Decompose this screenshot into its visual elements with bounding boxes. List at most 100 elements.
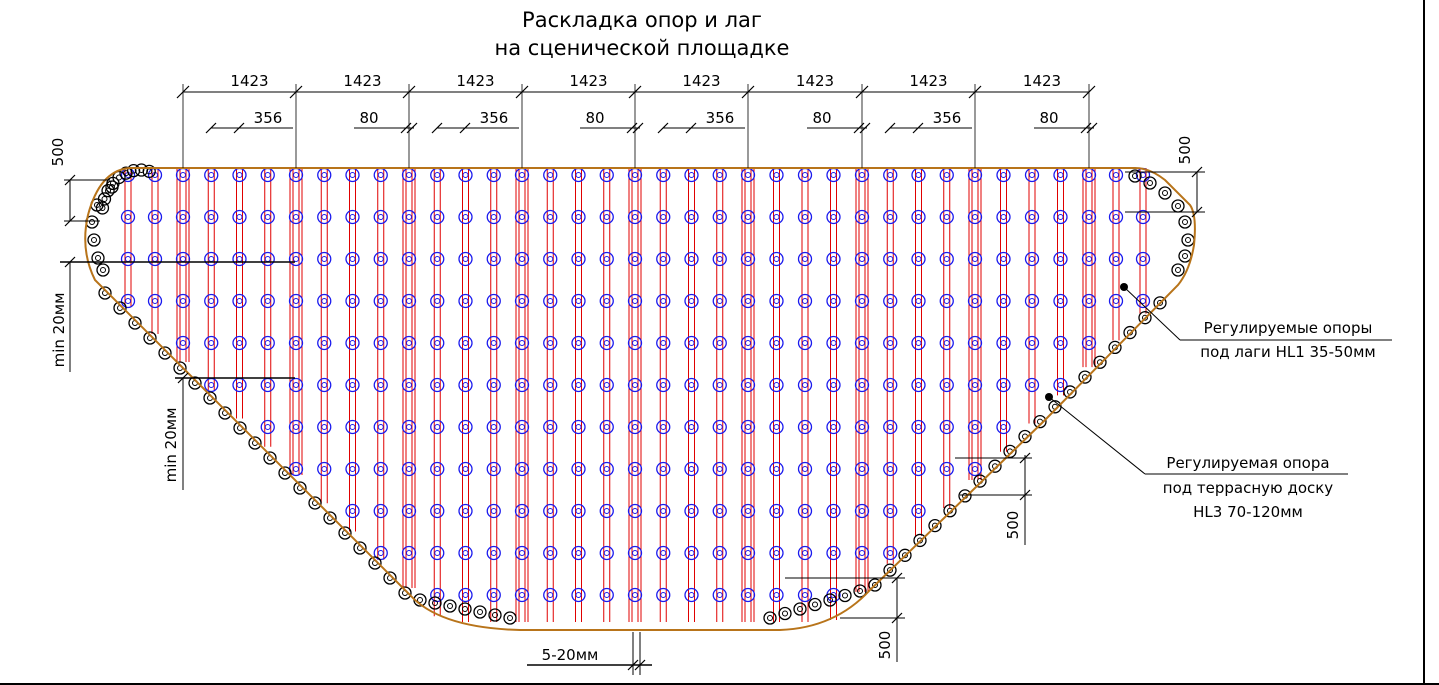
joist-support-core <box>434 382 441 388</box>
joist-support-core <box>180 256 186 262</box>
joist-support <box>401 419 417 435</box>
joist-support <box>627 377 643 393</box>
joist-support-core <box>434 172 441 178</box>
joist-support <box>345 209 360 225</box>
joist-support <box>260 251 275 267</box>
joist-support <box>599 251 614 267</box>
joist-support-core <box>575 340 582 346</box>
joist-support-core <box>745 382 751 388</box>
joist-support <box>373 419 388 435</box>
joist-support-core <box>972 298 978 304</box>
joist-support-core <box>773 466 780 472</box>
joist-support <box>883 293 898 309</box>
joist-support <box>599 377 614 393</box>
joist-support <box>627 419 643 435</box>
joist-support <box>684 335 699 351</box>
deck-support-core <box>447 603 453 609</box>
deck-support-core <box>872 582 878 588</box>
joist-support <box>656 461 671 477</box>
joist-support-core <box>716 550 723 556</box>
joist-support <box>401 503 417 519</box>
joist-support <box>175 335 191 351</box>
joist-support-core <box>462 214 469 220</box>
joist-support <box>430 545 445 561</box>
joist-support <box>232 377 247 393</box>
joist-support-core <box>406 382 412 388</box>
joist-support-core <box>773 424 780 430</box>
joist-support-core <box>802 550 808 556</box>
deck-support <box>428 596 442 610</box>
dim-tick <box>289 85 303 99</box>
deck-support-core <box>101 195 108 202</box>
joist-support-core <box>264 214 271 220</box>
joist-support-core <box>716 340 723 346</box>
joist-support <box>373 335 388 351</box>
dim-label-module: 1423 <box>456 72 494 90</box>
joist-support <box>967 461 983 477</box>
joist-support <box>967 293 983 309</box>
joist-support <box>147 293 163 309</box>
joist-support-core <box>264 256 271 262</box>
joist-support <box>627 335 643 351</box>
joist-support-core <box>972 466 978 472</box>
dim-tick <box>459 122 471 134</box>
joist-support-core <box>462 466 469 472</box>
joist-support <box>826 293 841 309</box>
deck-support <box>898 548 912 562</box>
dim-label-module: 1423 <box>343 72 381 90</box>
joist-support <box>373 377 388 393</box>
joist-support-core <box>603 298 610 304</box>
joist-support-core <box>377 298 384 304</box>
joist-support <box>1024 251 1040 267</box>
joist-support-core <box>377 466 384 472</box>
joist-support <box>854 503 870 519</box>
callout-deck-line-1: Регулируемая опора <box>1166 454 1329 472</box>
joist-support-core <box>293 424 299 430</box>
deck-support <box>1128 169 1142 183</box>
joist-support-core <box>745 256 751 262</box>
joist-support-core <box>830 340 837 346</box>
joist-support <box>599 545 614 561</box>
joist-support-core <box>716 382 723 388</box>
joist-support <box>486 293 501 309</box>
deck-support <box>913 533 927 548</box>
deck-support <box>838 588 852 603</box>
joist-support-core <box>660 256 667 262</box>
joist-support <box>175 251 191 267</box>
joist-support-core <box>830 214 837 220</box>
joist-support-core <box>632 550 638 556</box>
joist-support <box>684 209 699 225</box>
joist-support <box>684 587 699 603</box>
joist-support <box>797 293 813 309</box>
joist-support-core <box>519 172 525 178</box>
dim-label-spacing: 356 <box>933 109 962 127</box>
joist-support <box>1053 167 1068 183</box>
joist-support <box>599 335 614 351</box>
joist-support-core <box>208 382 215 388</box>
joist-support-core <box>1086 214 1092 220</box>
joist-support <box>401 545 417 561</box>
joist-support-core <box>1113 298 1119 304</box>
joist-support-core <box>490 382 497 388</box>
joist-support-core <box>490 508 497 514</box>
joist-support <box>939 377 954 393</box>
joist-support <box>627 209 643 225</box>
joist-support <box>232 335 247 351</box>
joist-support-core <box>859 340 865 346</box>
joist-support <box>543 209 558 225</box>
joist-support <box>769 377 784 393</box>
joist-support <box>826 209 841 225</box>
deck-support <box>158 346 172 360</box>
joist-support <box>939 335 954 351</box>
deck-support <box>763 611 777 625</box>
joist-support <box>373 251 388 267</box>
joist-support <box>373 293 388 309</box>
joist-support <box>911 251 926 267</box>
joist-support <box>486 587 501 603</box>
joist-support <box>430 335 445 351</box>
joist-support-core <box>830 550 837 556</box>
deck-support <box>473 605 487 619</box>
joist-support-core <box>406 256 412 262</box>
joist-support <box>883 419 898 435</box>
joist-support <box>883 377 898 393</box>
